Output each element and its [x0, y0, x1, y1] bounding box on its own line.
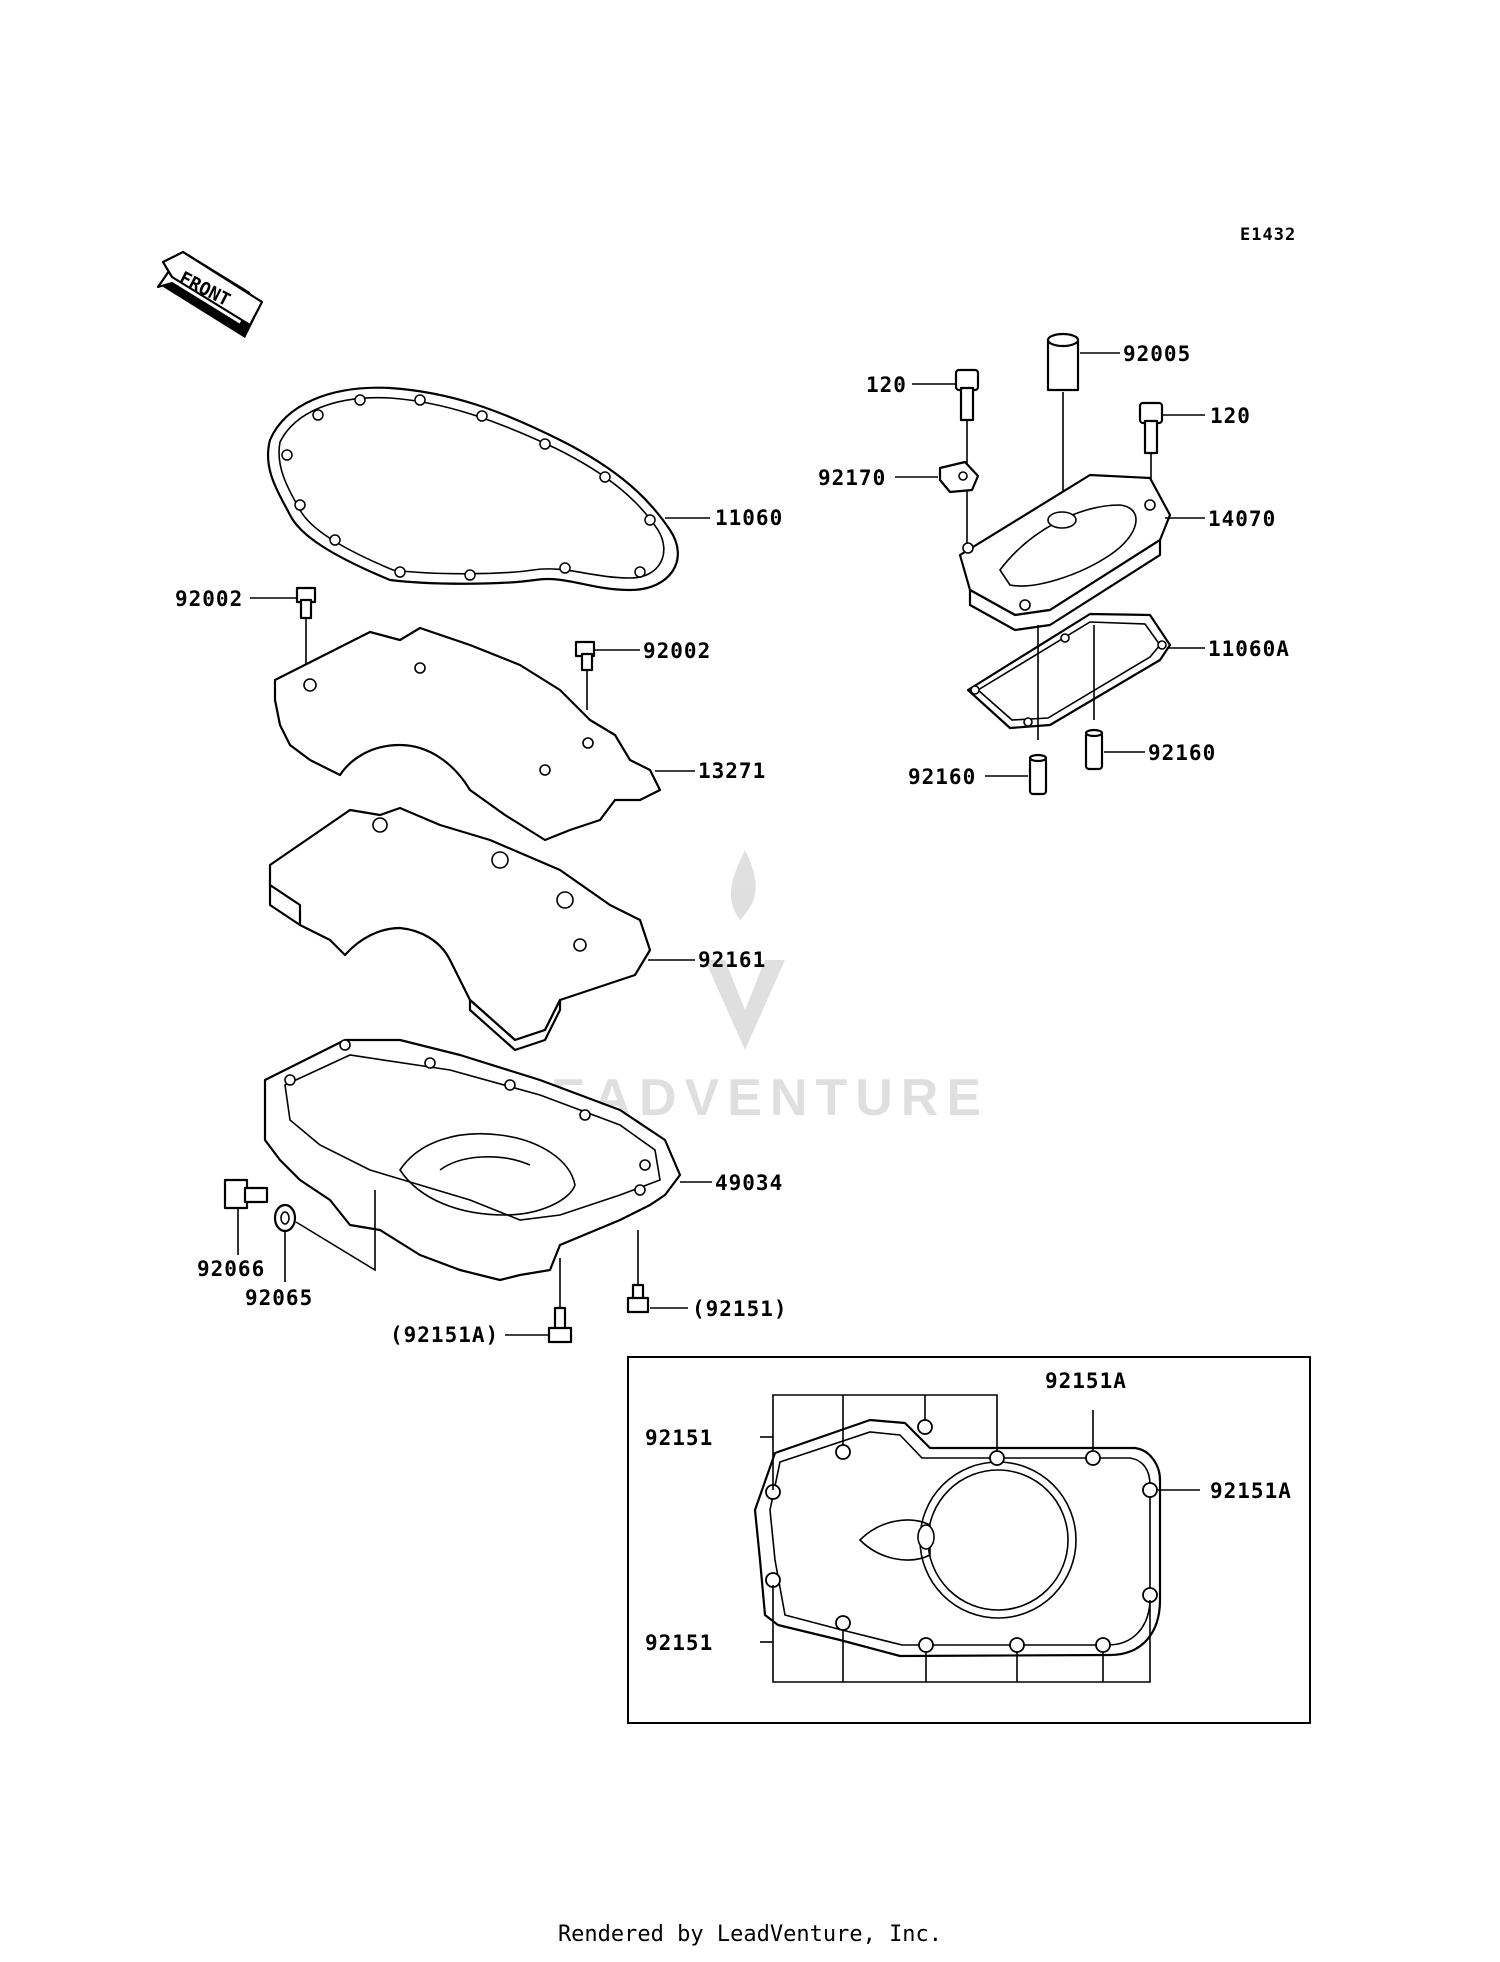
dowel-pin-icon — [1028, 753, 1048, 796]
label-92002-left: 92002 — [175, 587, 243, 611]
oil-pan-baffle — [268, 806, 652, 1052]
label-92002-right: 92002 — [643, 639, 711, 663]
label-92161: 92161 — [698, 948, 766, 972]
label-92005: 92005 — [1123, 342, 1191, 366]
label-11060a: 11060A — [1208, 637, 1290, 661]
label-92066: 92066 — [197, 1257, 265, 1281]
label-inset-92151a-top: 92151A — [1045, 1369, 1127, 1393]
label-13271: 13271 — [698, 759, 766, 783]
bolt-pattern-inset — [627, 1356, 1311, 1724]
washer-icon — [273, 1190, 376, 1282]
bolt-icon — [295, 586, 317, 690]
cover-plate — [958, 473, 1172, 632]
label-120-right: 120 — [1210, 404, 1251, 428]
diagram-code: E1432 — [1240, 225, 1296, 245]
dowel-pin-icon — [1084, 728, 1104, 771]
label-92151: (92151) — [692, 1297, 788, 1321]
bolt-icon — [574, 640, 596, 710]
label-11060: 11060 — [715, 506, 783, 530]
label-inset-92151-bottom: 92151 — [645, 1631, 713, 1655]
oil-pan — [263, 1038, 682, 1282]
cap-icon — [1046, 332, 1080, 495]
label-14070: 14070 — [1208, 507, 1276, 531]
label-120-left: 120 — [866, 373, 907, 397]
label-92151a: (92151A) — [390, 1323, 499, 1347]
drain-plug-icon — [223, 1178, 269, 1255]
front-arrow-icon: FRONT — [156, 250, 264, 338]
bolt-icon — [954, 368, 980, 545]
label-inset-92151a-right: 92151A — [1210, 1479, 1292, 1503]
label-92160-left: 92160 — [908, 765, 976, 789]
clamp-icon — [938, 460, 980, 494]
bolt-icon — [626, 1230, 650, 1314]
label-49034: 49034 — [715, 1171, 783, 1195]
oil-pan-gasket — [266, 386, 679, 592]
label-92065: 92065 — [245, 1286, 313, 1310]
label-92160-right: 92160 — [1148, 741, 1216, 765]
cover-gasket — [966, 612, 1172, 730]
bolt-icon — [547, 1258, 573, 1344]
baffle-plate — [273, 626, 662, 842]
footer-credit: Rendered by LeadVenture, Inc. — [557, 1922, 943, 1947]
label-inset-92151-top: 92151 — [645, 1426, 713, 1450]
label-92170: 92170 — [818, 466, 886, 490]
